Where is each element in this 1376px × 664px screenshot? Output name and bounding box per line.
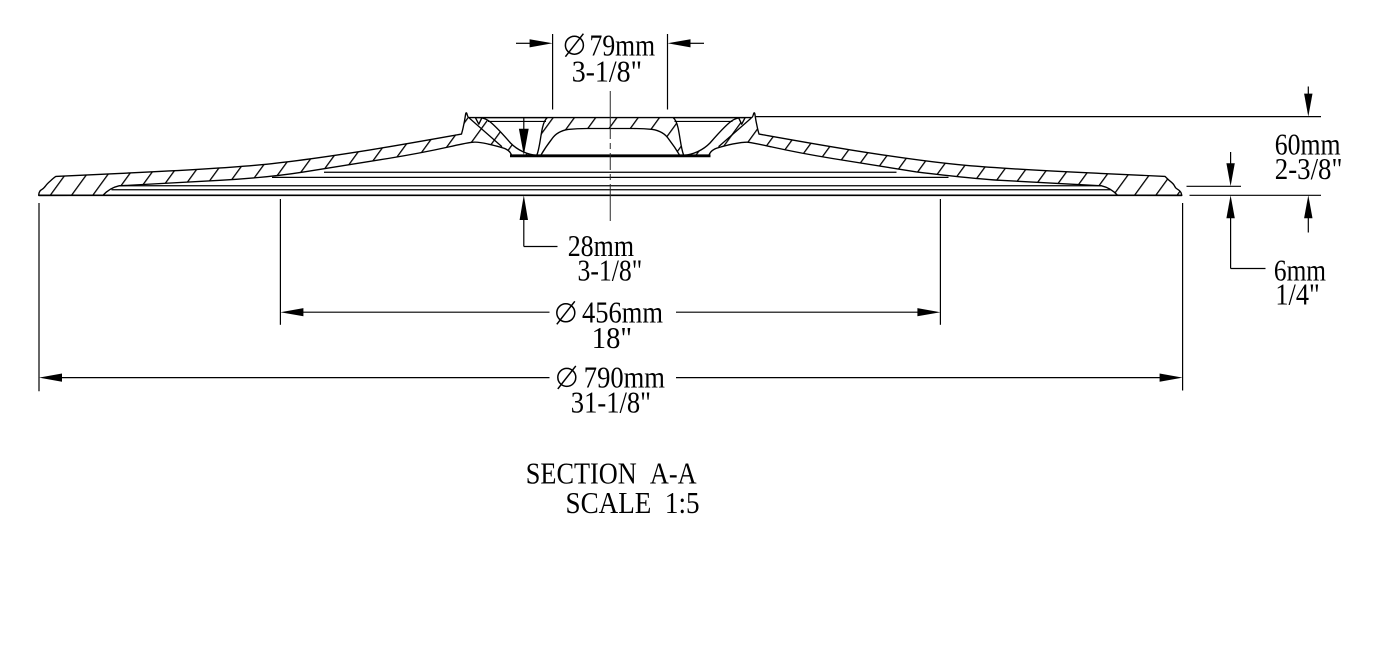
svg-text:79mm: 79mm bbox=[590, 29, 656, 63]
svg-text:790mm: 790mm bbox=[584, 360, 665, 394]
svg-text:456mm: 456mm bbox=[582, 296, 663, 330]
svg-text:3-1/8": 3-1/8" bbox=[578, 254, 643, 288]
svg-text:31-1/8": 31-1/8" bbox=[571, 385, 651, 419]
svg-text:3-1/8": 3-1/8" bbox=[572, 55, 642, 89]
svg-text:18": 18" bbox=[592, 321, 632, 355]
svg-text:SCALE 1:5: SCALE 1:5 bbox=[566, 487, 700, 521]
svg-text:2-3/8": 2-3/8" bbox=[1275, 152, 1343, 186]
svg-text:SECTION A-A: SECTION A-A bbox=[526, 457, 697, 492]
svg-text:28mm: 28mm bbox=[568, 230, 634, 264]
svg-text:1/4": 1/4" bbox=[1275, 277, 1319, 312]
svg-text:60mm: 60mm bbox=[1275, 128, 1341, 162]
svg-text:6mm: 6mm bbox=[1274, 254, 1326, 288]
